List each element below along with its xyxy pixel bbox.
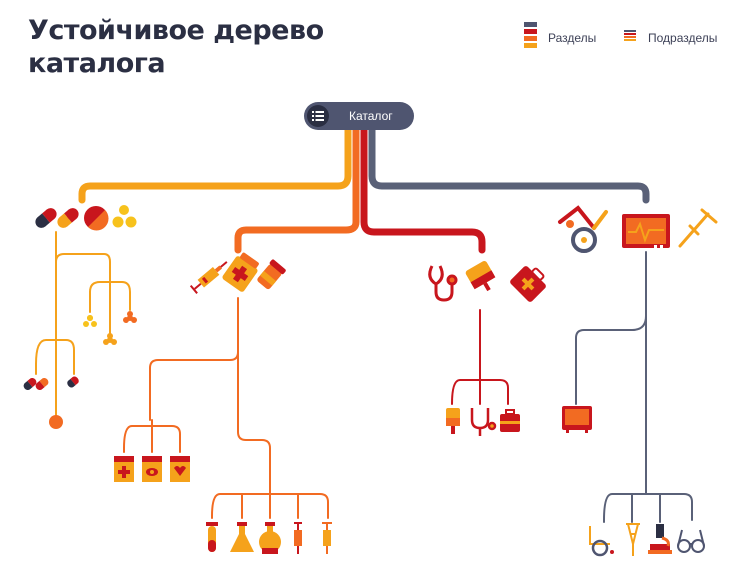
tablets-icon <box>112 205 137 228</box>
small-syringe-icon <box>322 522 332 554</box>
small-capsule-icon <box>35 377 49 391</box>
small-tablets-icon <box>83 315 97 327</box>
stethoscope-icon <box>428 265 458 302</box>
capsule-icon <box>35 208 57 228</box>
small-tablets-icon <box>103 333 117 345</box>
pill-bottle-icon <box>257 259 286 290</box>
legend-sections-label: Разделы <box>548 30 597 45</box>
small-syringe-icon <box>294 522 302 554</box>
small-first-aid-kit-icon <box>500 409 520 432</box>
branch-medicines <box>234 126 360 254</box>
pill-icon <box>84 206 109 231</box>
list-icon <box>307 105 329 127</box>
small-monitor-icon <box>562 406 592 433</box>
sections-legend-icon <box>524 22 538 53</box>
small-capsule-icon <box>23 377 37 391</box>
medicine-jar-icon <box>142 456 162 482</box>
test-tube-icon <box>206 522 218 552</box>
legend-subsections-label: Подразделы <box>648 30 718 45</box>
small-tablets-icon <box>123 311 137 323</box>
microscope-icon <box>648 524 672 554</box>
small-crutch-icon <box>626 523 640 556</box>
capsule-icon <box>57 208 79 228</box>
legend-sections: Разделы <box>524 22 596 53</box>
small-wheelchair-icon <box>589 526 614 557</box>
glasses-icon <box>677 529 705 553</box>
legend-subsections: Подразделы <box>624 22 717 53</box>
branch-equipment <box>368 126 650 204</box>
medicine-bottle-icon <box>222 252 259 292</box>
branch-pills <box>78 126 352 204</box>
iv-bag-icon <box>465 260 496 292</box>
small-stethoscope-icon <box>470 408 497 436</box>
red-pill-icon <box>49 415 63 429</box>
catalog-root-label: Каталог <box>349 109 393 123</box>
page-title: Устойчивое дерево каталога <box>28 15 324 79</box>
flask-icon <box>230 522 254 552</box>
syringe-icon <box>189 261 228 294</box>
small-capsule-icon <box>67 376 79 388</box>
medicine-jar-icon <box>114 456 134 482</box>
cardiac-monitor-icon <box>622 214 670 248</box>
medicine-jar-icon <box>170 456 190 482</box>
branch-diagnostics <box>360 126 486 254</box>
wheelchair-icon <box>558 205 608 253</box>
catalog-root-button[interactable]: Каталог <box>304 102 414 130</box>
round-flask-icon <box>259 522 281 554</box>
crutch-icon <box>678 208 718 248</box>
small-iv-bag-icon <box>446 408 460 434</box>
subsections-legend-icon <box>624 22 638 53</box>
first-aid-kit-icon <box>510 266 546 302</box>
